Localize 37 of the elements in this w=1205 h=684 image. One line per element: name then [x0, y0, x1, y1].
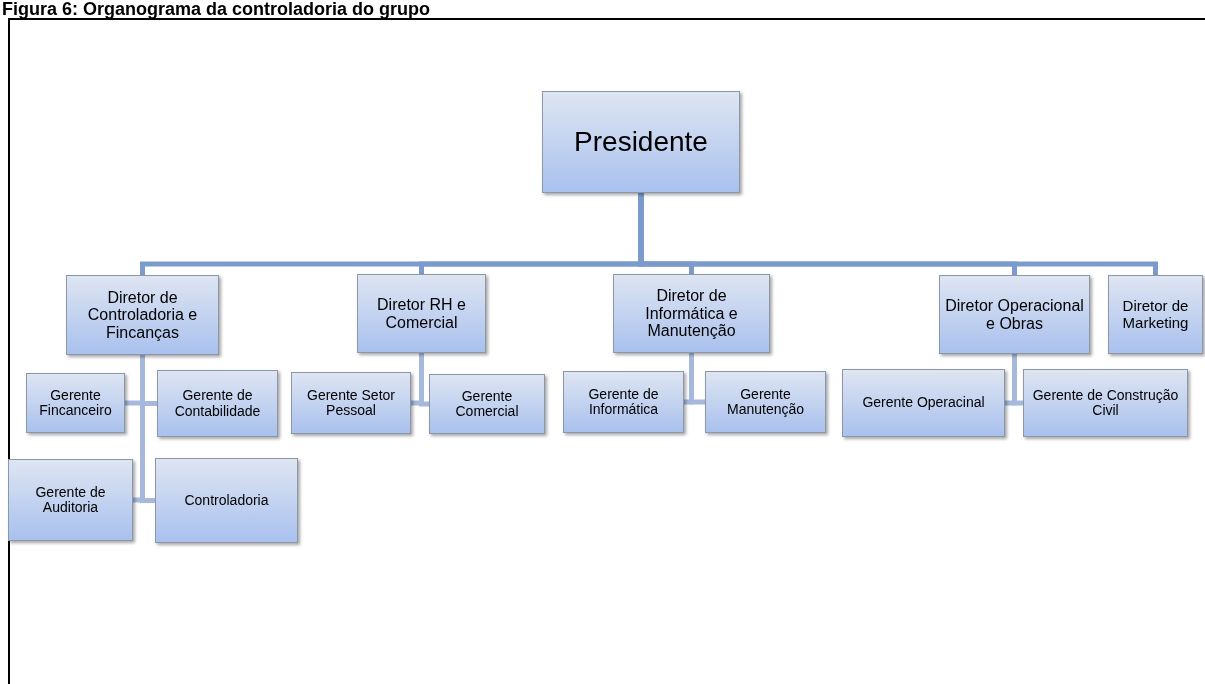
box-label: Gerente Comercial — [454, 388, 520, 420]
org-box — [613, 274, 770, 353]
box-label: Gerente Manutenção — [725, 386, 806, 418]
org-box — [939, 275, 1090, 354]
org-box — [1108, 275, 1203, 354]
org-box — [8, 459, 133, 541]
connector-line — [689, 353, 705, 405]
box-label: Gerente de Informática — [587, 386, 660, 418]
box-label: Gerente Operacinal — [862, 395, 985, 411]
org-box — [357, 274, 486, 353]
org-box — [563, 371, 684, 433]
org-box — [66, 275, 219, 355]
figure-title: Figura 6: Organograma da controladoria do grupo — [2, 0, 431, 18]
org-box — [291, 372, 411, 434]
org-box — [842, 369, 1005, 437]
box-label: Diretor de Informática e Manutenção — [644, 287, 739, 340]
org-box — [155, 458, 298, 543]
org-box — [429, 374, 545, 434]
box-label: Diretor de Controladoria e Fincanças — [86, 288, 199, 342]
president-box — [542, 91, 740, 193]
connector-line — [638, 193, 1158, 275]
box-label: Gerente de Auditoria — [34, 484, 107, 516]
org-box — [1023, 369, 1188, 437]
connector-line — [1012, 354, 1023, 406]
org-box — [26, 373, 125, 433]
box-label: Controladoria — [184, 492, 269, 509]
connector-line — [419, 353, 429, 407]
box-label: Gerente de Contabilidade — [173, 388, 262, 419]
box-label: Gerente Setor Pessoal — [306, 387, 396, 419]
box-label: Diretor Operacional e Obras — [944, 296, 1085, 333]
box-label: Diretor de Marketing — [1121, 298, 1190, 331]
box-label: Gerente Fincanceiro — [38, 387, 113, 419]
box-label: Diretor RH e Comercial — [376, 295, 467, 332]
org-box — [157, 370, 278, 437]
box-label: Gerente de Construção Civil — [1031, 387, 1180, 419]
box-label: Presidente — [574, 126, 708, 158]
org-box — [705, 371, 826, 433]
